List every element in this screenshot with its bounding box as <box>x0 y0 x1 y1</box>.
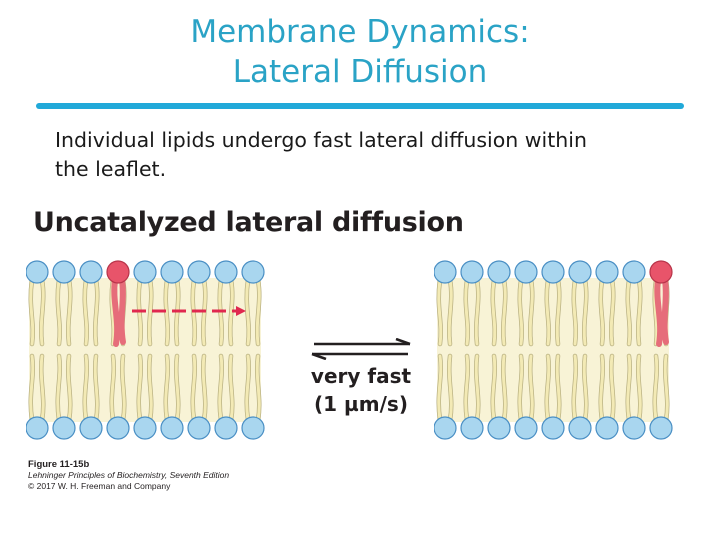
lipid-head <box>514 416 538 440</box>
lipid-head <box>106 416 130 440</box>
lipid-head <box>160 416 184 440</box>
title-line-2: Lateral Diffusion <box>232 54 488 90</box>
lipid-head <box>595 260 619 284</box>
hydrophobic-core <box>437 278 669 422</box>
lipid-head <box>460 260 484 284</box>
lipid-head <box>26 416 49 440</box>
credit-copyright: © 2017 W. H. Freeman and Company <box>28 481 171 491</box>
lipid-head <box>541 260 565 284</box>
lipid-head <box>214 416 238 440</box>
lipid-pair <box>544 277 562 423</box>
equilibrium-arrows-icon <box>311 338 411 360</box>
slide-title: Membrane Dynamics: Lateral Diffusion <box>0 12 720 92</box>
highlighted-lipid-head <box>649 260 673 284</box>
right-membrane-bilayer <box>434 260 673 440</box>
lipid-pair <box>55 277 73 423</box>
lipid-head <box>568 416 592 440</box>
lipid-pair <box>82 277 100 423</box>
lipid-pair <box>517 277 535 423</box>
lipid-head <box>79 416 103 440</box>
lipid-head <box>133 260 157 284</box>
rate-text: very fast <box>310 364 412 388</box>
lipid-pair <box>463 277 481 423</box>
lipid-head <box>187 416 211 440</box>
lipid-head <box>514 260 538 284</box>
lipid-pair <box>28 277 46 423</box>
lipid-head <box>460 416 484 440</box>
lipid-head <box>434 416 457 440</box>
lipid-head <box>26 260 49 284</box>
lipid-head <box>434 260 457 284</box>
figure-credit: Figure 11-15b Lehninger Principles of Bi… <box>28 459 229 492</box>
highlighted-lipid-head <box>106 260 130 284</box>
lipid-head <box>595 416 619 440</box>
credit-figure-number: Figure 11-15b <box>28 459 90 470</box>
title-line-1: Membrane Dynamics: <box>190 14 530 50</box>
lipid-head <box>622 416 646 440</box>
lipid-head <box>160 260 184 284</box>
rate-value: (1 µm/s) <box>314 392 408 416</box>
lipid-head <box>541 416 565 440</box>
highlighted-lipid-tails <box>654 277 669 347</box>
lipid-head <box>187 260 211 284</box>
body-text: Individual lipids undergo fast lateral d… <box>55 126 675 184</box>
lipid-head <box>487 416 511 440</box>
body-line-2: the leaflet. <box>55 157 167 181</box>
body-line-1: Individual lipids undergo fast lateral d… <box>55 128 587 152</box>
lipid-pair <box>598 277 616 423</box>
highlighted-lipid-tails <box>111 277 126 347</box>
figure-heading: Uncatalyzed lateral diffusion <box>33 207 464 238</box>
lipid-head <box>133 416 157 440</box>
lipid-head <box>649 416 673 440</box>
lipid-pair <box>136 277 154 423</box>
lipid-head <box>79 260 103 284</box>
lipid-head <box>622 260 646 284</box>
lipid-head <box>214 260 238 284</box>
lipid-pair <box>625 277 643 423</box>
lipid-pair <box>490 277 508 423</box>
lipid-head <box>241 260 265 284</box>
lipid-head <box>52 260 76 284</box>
rate-label: very fast (1 µm/s) <box>286 362 436 418</box>
lipid-pair <box>571 277 589 423</box>
diffusion-arrow-icon <box>132 306 246 316</box>
hydrophobic-core <box>29 278 261 422</box>
lipid-pair <box>163 277 181 423</box>
lipid-pair <box>244 277 262 423</box>
credit-book: Lehninger Principles of Biochemistry, Se… <box>28 470 230 480</box>
lipid-pair <box>436 277 454 423</box>
lipid-head <box>52 416 76 440</box>
lipid-head <box>568 260 592 284</box>
lipid-head <box>487 260 511 284</box>
lipid-head <box>241 416 265 440</box>
title-underline <box>36 103 684 109</box>
lipid-pair <box>217 277 235 423</box>
left-membrane-bilayer <box>26 260 265 440</box>
